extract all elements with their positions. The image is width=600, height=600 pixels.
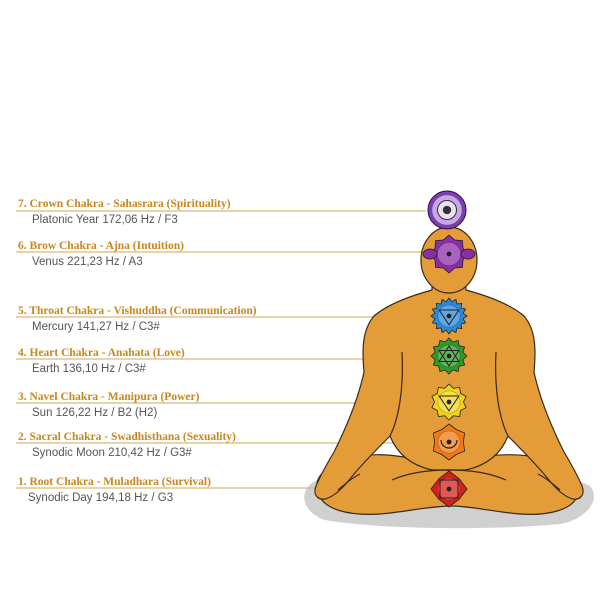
chakra-label-6: 6. Brow Chakra - Ajna (Intuition) Venus 2… xyxy=(18,240,184,269)
chakra-label-3: 3. Navel Chakra - Manipura (Power) Sun 12… xyxy=(18,391,199,420)
chakra-title: 3. Navel Chakra - Manipura (Power) xyxy=(18,391,200,403)
chakra-symbols xyxy=(422,190,476,508)
chakra-label-4: 4. Heart Chakra - Anahata (Love) Earth 13… xyxy=(18,347,185,376)
chakra-frequency: Mercury 141,27 Hz / C3# xyxy=(32,321,160,333)
chakra-label-2: 2. Sacral Chakra - Swadhisthana (Sexuali… xyxy=(18,431,236,460)
chakra-title: 2. Sacral Chakra - Swadhisthana (Sexuali… xyxy=(18,431,236,443)
chakra-frequency: Synodic Day 194,18 Hz / G3 xyxy=(28,492,174,504)
chakra-label-5: 5. Throat Chakra - Vishuddha (Communicat… xyxy=(18,305,257,334)
root-chakra-symbol xyxy=(430,470,468,508)
chakra-label-1: 1. Root Chakra - Muladhara (Survival) Syn… xyxy=(18,476,211,505)
chakra-frequency: Platonic Year 172,06 Hz / F3 xyxy=(32,214,178,226)
throat-chakra-symbol xyxy=(430,297,468,335)
navel-chakra-symbol xyxy=(431,383,467,421)
chakra-frequency: Venus 221,23 Hz / A3 xyxy=(32,256,143,268)
chakra-frequency: Earth 136,10 Hz / C3# xyxy=(32,363,146,375)
chakra-title: 6. Brow Chakra - Ajna (Intuition) xyxy=(18,240,184,252)
chakra-title: 5. Throat Chakra - Vishuddha (Communicat… xyxy=(18,305,257,317)
leader-lines xyxy=(16,210,429,489)
chakra-title: 7. Crown Chakra - Sahasrara (Spiritualit… xyxy=(18,198,231,210)
chakra-title: 1. Root Chakra - Muladhara (Survival) xyxy=(18,476,211,488)
chakra-frequency: Sun 126,22 Hz / B2 (H2) xyxy=(32,407,158,419)
brow-chakra-symbol xyxy=(422,234,476,274)
chakra-title: 4. Heart Chakra - Anahata (Love) xyxy=(18,347,185,359)
chakra-label-7: 7. Crown Chakra - Sahasrara (Spiritualit… xyxy=(18,198,231,227)
chakra-frequency: Synodic Moon 210,42 Hz / G3# xyxy=(32,447,192,459)
heart-chakra-symbol xyxy=(430,337,468,375)
crown-chakra-symbol xyxy=(427,190,467,230)
sacral-chakra-symbol xyxy=(432,423,466,461)
